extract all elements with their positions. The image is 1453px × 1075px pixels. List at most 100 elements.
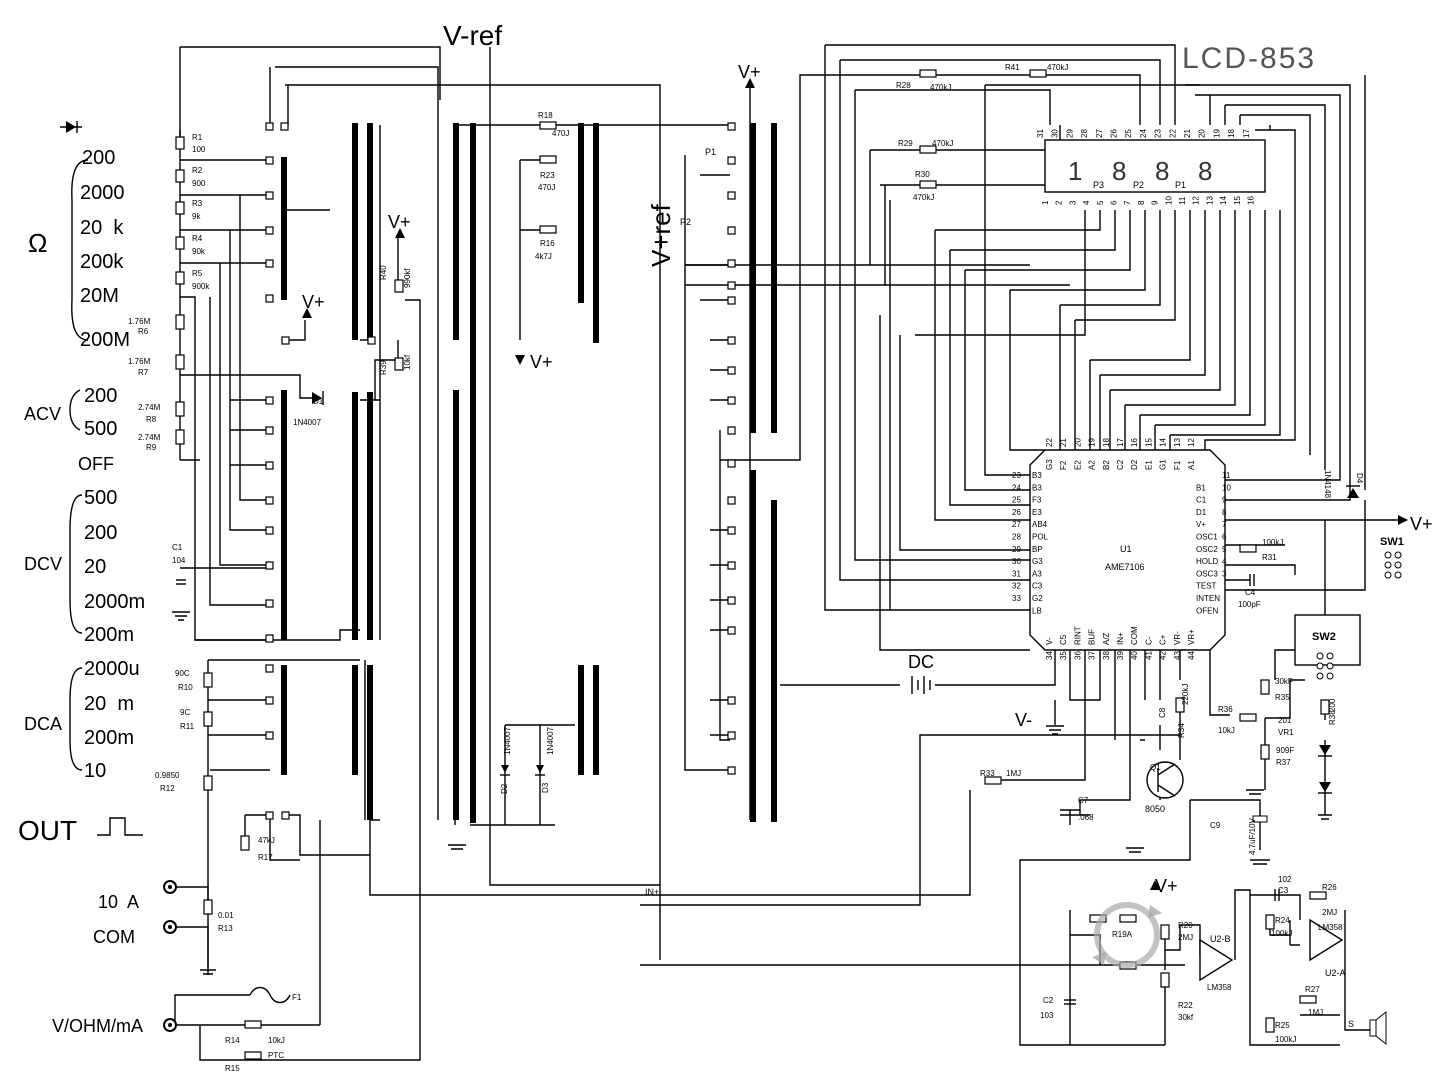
lcd-pin-bottom-5: 5 <box>1096 200 1105 205</box>
resistor-ref-r20: R20 <box>1178 921 1193 930</box>
u1-pin-num: 38 <box>1102 651 1111 660</box>
u1-pin-num: 16 <box>1130 438 1139 447</box>
resistor-ref-r25: R25 <box>1275 1021 1290 1030</box>
dc-label: DC <box>908 652 934 672</box>
resistor-ref-r36: R36 <box>1218 705 1233 714</box>
resistor-value-r34: 220kJ <box>1181 684 1190 705</box>
lcd-pin-top-18: 18 <box>1227 129 1236 138</box>
dcv-range-5: 200m <box>84 624 134 646</box>
u1-pin-name: B3 <box>1032 483 1042 492</box>
lcd-pin-bottom-7: 7 <box>1123 200 1132 205</box>
resistor-ref-r2: R2 <box>192 166 203 175</box>
lcd-digit-3: 8 <box>1155 156 1169 186</box>
ohm-symbol: Ω <box>28 228 47 258</box>
c3-label: C3 <box>1278 886 1289 895</box>
resistor-ref-r13: R13 <box>218 924 233 933</box>
lcd-pin-top-31: 31 <box>1036 129 1045 138</box>
resistor-ref-r15: R15 <box>225 1064 240 1073</box>
q1-value: 8050 <box>1145 804 1165 814</box>
d4-value: 1N4148 <box>1323 470 1332 499</box>
resistor-value-r3: 9k <box>192 212 201 221</box>
resistor-value-r12: 0.9850 <box>155 771 180 780</box>
resistor-value-r29: 470kJ <box>932 139 953 148</box>
lcd-digit-1: 1 <box>1068 156 1082 186</box>
lcd-pin-bottom-3: 3 <box>1068 200 1077 205</box>
u1-pin-name: A/Z <box>1102 632 1111 645</box>
u1-pin-name: INTEN <box>1196 594 1220 603</box>
resistor-value-r13: 0.01 <box>218 911 234 920</box>
u1-pin-name: A3 <box>1032 569 1042 578</box>
vplus-label-2: V+ <box>388 212 411 232</box>
lcd-pin-bottom-10: 10 <box>1164 196 1173 205</box>
resistor-ref-r11: R11 <box>180 722 195 731</box>
vref-mid-label: V+ref <box>646 203 676 267</box>
u1-pin-num: 34 <box>1045 651 1054 660</box>
u1-pin-name: COM <box>1130 626 1139 645</box>
u1-pin-num: 32 <box>1012 582 1021 591</box>
acv-label: ACV <box>24 404 61 424</box>
u1-pin-name: B3 <box>1032 471 1042 480</box>
c2-label: C2 <box>1043 996 1054 1005</box>
lcd-pin-top-23: 23 <box>1154 129 1163 138</box>
lcd-point-p1: P1 <box>1175 180 1186 190</box>
u1-pin-num: 25 <box>1012 496 1021 505</box>
u1-pin-num: 19 <box>1088 438 1097 447</box>
u1-pin-name: VR- <box>1173 631 1182 645</box>
u1-pin-num: 13 <box>1173 438 1182 447</box>
lcd-pin-bottom-11: 11 <box>1178 196 1187 205</box>
lm358-label-1: LM358 <box>1207 983 1232 992</box>
lcd-pin-top-30: 30 <box>1051 129 1060 138</box>
resistor-value-r7: 1.76M <box>128 357 151 366</box>
u1-pin-num: 43 <box>1173 651 1182 660</box>
u1-pin-num: 12 <box>1187 438 1196 447</box>
u1-pin-num: 27 <box>1012 520 1021 529</box>
u1-pin-num: 8 <box>1222 508 1227 517</box>
c7-value: .068 <box>1078 813 1094 822</box>
dcv-range-1: 500 <box>84 487 117 509</box>
lcd-label: LCD-853 <box>1182 42 1316 75</box>
resistor-value-r10: 90C <box>175 669 190 678</box>
u1-pin-num: 5 <box>1222 545 1227 554</box>
c3-value: 102 <box>1278 875 1292 884</box>
switch-bars <box>281 123 777 823</box>
lcd-pin-bottom-4: 4 <box>1082 200 1091 205</box>
off-label: OFF <box>78 454 114 474</box>
d3-label: D3 <box>541 782 550 793</box>
u1-pin-name: OSC3 <box>1196 569 1218 578</box>
c2-value: 103 <box>1040 1011 1054 1020</box>
resistor-value-r9: 2.74M <box>138 433 161 442</box>
dcv-range-3: 20 <box>84 556 106 578</box>
c9-value: 4.7uF/10V <box>1248 817 1257 855</box>
resistor-value-r33: 1MJ <box>1006 769 1021 778</box>
dca-range-3: 200m <box>84 727 134 749</box>
resistor-value-r11: 9C <box>180 708 190 717</box>
u1-pin-num: 9 <box>1222 496 1227 505</box>
lcd-pin-top-22: 22 <box>1168 129 1177 138</box>
vr1-value: 201 <box>1278 716 1292 725</box>
u1-pin-name: A1 <box>1187 460 1196 470</box>
resistor-ref-r29: R29 <box>898 139 913 148</box>
resistor-ref-r23: R23 <box>540 171 555 180</box>
rotate-icon[interactable] <box>1092 902 1162 968</box>
u1-pin-name: C3 <box>1032 582 1043 591</box>
u1-pin-name: LB <box>1032 606 1042 615</box>
u1-pin-name: TEST <box>1196 582 1217 591</box>
resistor-ref-r17: R17 <box>258 853 273 862</box>
vr1-label: VR1 <box>1278 728 1294 737</box>
resistor-ref-r33: R33 <box>980 769 995 778</box>
lcd-digit-2: 8 <box>1112 156 1126 186</box>
terminal-10a: 10 A <box>98 892 139 912</box>
u1-pin-num: 4 <box>1222 557 1227 566</box>
u1-pin-num: 29 <box>1012 545 1021 554</box>
lcd-pin-bottom-1: 1 <box>1041 200 1050 205</box>
resistor-ref-r14: R14 <box>225 1036 240 1045</box>
u1-pin-name: OFEN <box>1196 606 1218 615</box>
u1-pin-name: BUF <box>1088 629 1097 645</box>
vplus-label-5: V+ <box>1410 514 1433 534</box>
resistor-value-r28: 470kJ <box>930 83 951 92</box>
lcd-digit-4: 8 <box>1198 156 1212 186</box>
u1-pin-num: 20 <box>1073 438 1082 447</box>
lcd-pin-top-25: 25 <box>1124 129 1133 138</box>
